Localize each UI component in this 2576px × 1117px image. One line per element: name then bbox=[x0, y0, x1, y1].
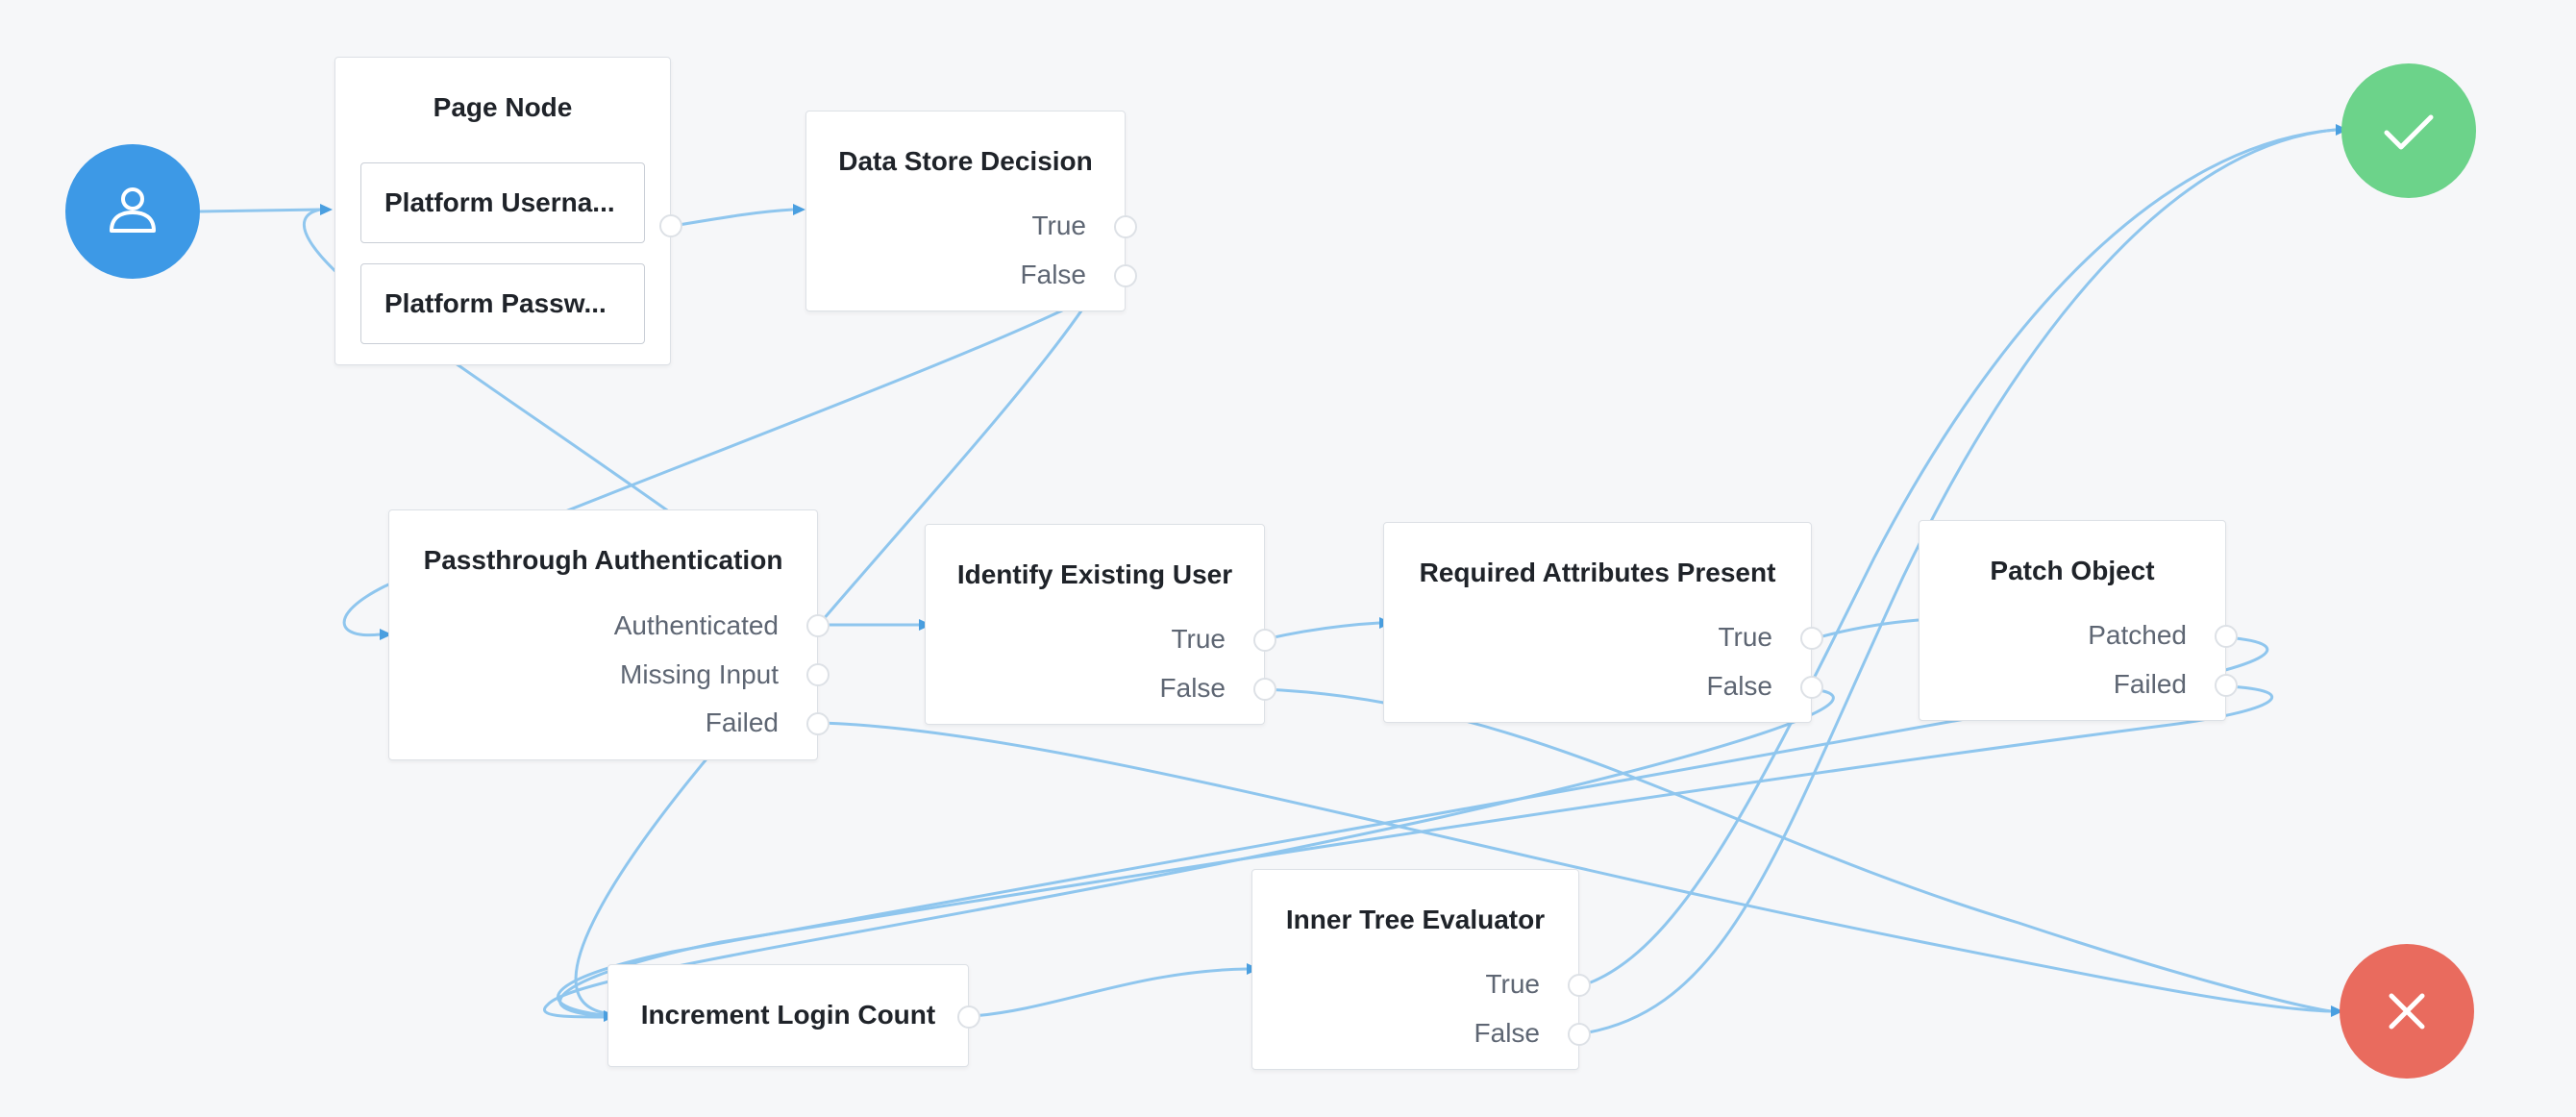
outcome-port-authenticated[interactable] bbox=[806, 614, 830, 637]
outcome-port[interactable] bbox=[659, 214, 682, 237]
success-node[interactable] bbox=[2341, 63, 2476, 198]
failure-node[interactable] bbox=[2340, 944, 2474, 1079]
page-node[interactable]: Page Node Platform Userna... Platform Pa… bbox=[334, 57, 682, 365]
page-node-child-username[interactable]: Platform Userna... bbox=[360, 162, 645, 243]
node-title: Inner Tree Evaluator bbox=[1285, 905, 1546, 934]
node-title: Page Node bbox=[433, 92, 573, 122]
outcome-port-false[interactable] bbox=[1253, 678, 1276, 701]
edge-required-true-to-patch bbox=[1811, 618, 1920, 641]
increment-login-count-node[interactable]: Increment Login Count bbox=[607, 964, 980, 1067]
inner-tree-evaluator-node[interactable]: Inner Tree Evaluator True False bbox=[1251, 869, 1591, 1070]
outcome-port-patched[interactable] bbox=[2215, 625, 2238, 648]
outcome-port-true[interactable] bbox=[1568, 974, 1591, 997]
outcome-port-false[interactable] bbox=[1114, 264, 1137, 287]
outcome-port-true[interactable] bbox=[1253, 629, 1276, 652]
outcome-port-false[interactable] bbox=[1800, 676, 1823, 699]
outcome-label-authenticated: Authenticated bbox=[613, 610, 779, 640]
user-icon bbox=[110, 187, 156, 233]
outcome-port-true[interactable] bbox=[1114, 215, 1137, 238]
data-store-decision-node[interactable]: Data Store Decision True False bbox=[805, 111, 1137, 311]
node-title: Required Attributes Present bbox=[1419, 558, 1776, 587]
start-node[interactable] bbox=[65, 144, 200, 279]
outcome-port-failed[interactable] bbox=[2215, 674, 2238, 697]
outcome-label-true: True bbox=[1718, 622, 1772, 652]
outcome-port-missing-input[interactable] bbox=[806, 663, 830, 686]
outcome-port-failed[interactable] bbox=[806, 712, 830, 735]
check-icon bbox=[2384, 114, 2434, 150]
outcome-port-true[interactable] bbox=[1800, 627, 1823, 650]
node-title: Passthrough Authentication bbox=[423, 545, 783, 575]
node-title: Data Store Decision bbox=[838, 146, 1093, 176]
passthrough-authentication-node[interactable]: Passthrough Authentication Authenticated… bbox=[388, 509, 830, 760]
outcome-label-patched: Patched bbox=[2088, 620, 2187, 650]
page-node-child-password[interactable]: Platform Passw... bbox=[360, 263, 645, 344]
outcome-label-failed: Failed bbox=[2113, 669, 2187, 699]
arrow-page-node bbox=[320, 204, 333, 215]
outcome-label-true: True bbox=[1485, 969, 1540, 999]
outcome-label-missing-input: Missing Input bbox=[620, 659, 779, 689]
node-title: Increment Login Count bbox=[640, 1000, 936, 1030]
node-title: Identify Existing User bbox=[956, 559, 1233, 589]
arrow-data-store bbox=[793, 204, 805, 215]
edge-increment-to-inner-tree bbox=[972, 967, 1248, 1018]
outcome-label-false: False bbox=[1706, 671, 1772, 701]
outcome-label-true: True bbox=[1171, 624, 1226, 654]
edge-identify-true-to-required bbox=[1264, 621, 1380, 641]
edge-start-to-page-node bbox=[199, 208, 321, 213]
outcome-port-false[interactable] bbox=[1568, 1023, 1591, 1046]
patch-object-node[interactable]: Patch Object Patched Failed bbox=[1919, 520, 2238, 721]
required-attributes-present-node[interactable]: Required Attributes Present True False bbox=[1383, 522, 1823, 723]
edge-page-node-to-data-store bbox=[672, 208, 794, 228]
outcome-port[interactable] bbox=[957, 1005, 980, 1029]
outcome-label-false: False bbox=[1474, 1018, 1540, 1048]
identify-existing-user-node[interactable]: Identify Existing User True False bbox=[925, 524, 1276, 725]
node-title: Patch Object bbox=[1990, 556, 2155, 585]
outcome-label-false: False bbox=[1020, 260, 1086, 289]
close-icon bbox=[2389, 993, 2425, 1030]
outcome-label-failed: Failed bbox=[705, 707, 779, 737]
outcome-label-true: True bbox=[1031, 211, 1086, 240]
outcome-label-false: False bbox=[1159, 673, 1226, 703]
